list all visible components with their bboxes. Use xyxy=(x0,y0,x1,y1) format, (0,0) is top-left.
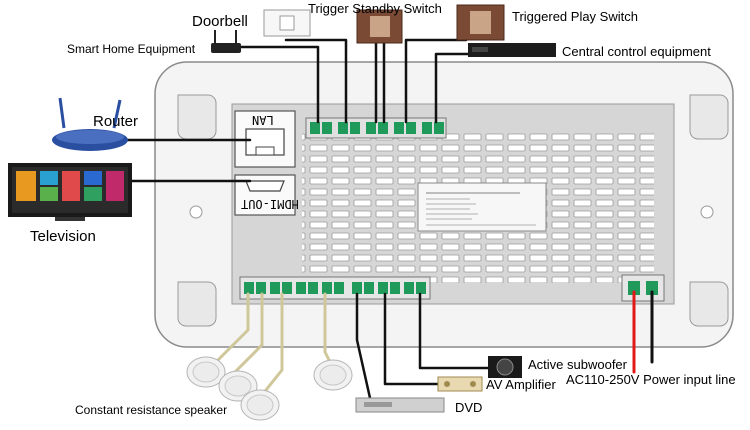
router-icon xyxy=(52,97,128,151)
trigger-standby-label: Trigger Standby Switch xyxy=(308,1,442,16)
smart-home-device-icon xyxy=(211,30,241,53)
top-terminal-block xyxy=(305,117,447,139)
active-subwoofer-label: Active subwoofer xyxy=(528,357,627,372)
lan-port-label: LAN xyxy=(252,113,274,127)
av-amplifier-label: AV Amplifier xyxy=(486,377,556,392)
bottom-terminal-block xyxy=(239,276,431,300)
smart-home-label: Smart Home Equipment xyxy=(67,42,196,56)
av-amplifier-icon xyxy=(437,376,483,392)
dvd-label: DVD xyxy=(455,400,483,415)
triggered-play-label: Triggered Play Switch xyxy=(512,9,638,24)
television-label: Television xyxy=(30,228,96,245)
power-terminal xyxy=(621,274,665,302)
central-control-label: Central control equipment xyxy=(562,44,711,59)
speaker-label: Constant resistance speaker xyxy=(75,403,228,417)
central-control-icon xyxy=(468,43,556,57)
speaker-icon xyxy=(240,389,280,421)
play-switch-icon xyxy=(456,4,505,41)
speaker-icon xyxy=(313,359,353,391)
hdmi-port xyxy=(234,174,296,216)
standby-switch-icon xyxy=(356,9,403,44)
hdmi-port-label: HDMI-OUT xyxy=(241,197,299,211)
product-label xyxy=(417,182,547,232)
cables xyxy=(126,38,654,400)
dvd-player-icon xyxy=(355,397,445,413)
router-label: Router xyxy=(93,113,139,130)
doorbell-icon xyxy=(263,9,311,37)
television-icon xyxy=(8,163,132,221)
doorbell-label: Doorbell xyxy=(192,13,248,30)
speaker-icon xyxy=(186,356,226,388)
subwoofer-icon xyxy=(488,356,522,378)
power-input-label: AC110-250V Power input line xyxy=(566,372,736,387)
